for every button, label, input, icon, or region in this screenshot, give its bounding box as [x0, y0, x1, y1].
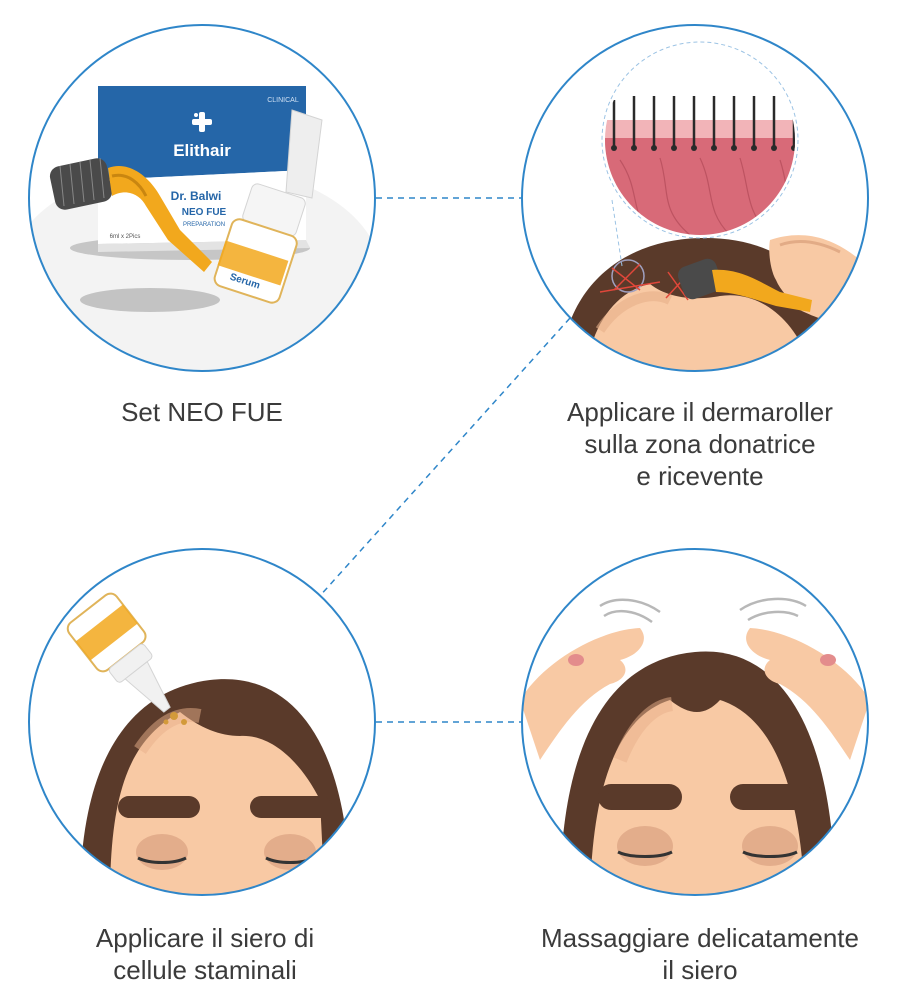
step1-caption: Set NEO FUE [52, 396, 352, 428]
dermaroller-icon [49, 157, 212, 272]
step3-caption-line: cellule staminali [113, 955, 297, 985]
step2-caption: Applicare il dermaroller sulla zona dona… [520, 396, 880, 492]
connector-lines [317, 197, 571, 723]
product-qty: 6ml x 2Pics [110, 234, 141, 240]
doctor-name: Dr. Balwi [171, 189, 222, 203]
step4-caption-line: il siero [662, 955, 738, 985]
step4-caption-line: Massaggiare delicatamente [541, 923, 859, 953]
step3-caption-line: Applicare il siero di [95, 923, 315, 953]
brand-tag: CLINICAL [267, 97, 299, 104]
step2-caption-line: Applicare il dermaroller [567, 397, 833, 427]
step3-caption: Applicare il siero di cellule staminali [40, 922, 370, 986]
step3-serum-illustration [28, 548, 376, 896]
step1-caption-line: Set NEO FUE [121, 397, 283, 427]
brand-logo-icon [192, 112, 212, 132]
step2-circle [521, 24, 869, 372]
step3-circle [28, 548, 376, 896]
motion-lines-icon [599, 597, 807, 624]
step2-caption-line: sulla zona donatrice [584, 429, 816, 459]
treatment-markers [599, 259, 691, 301]
product-line2: PREPARATION [183, 222, 225, 228]
step2-caption-line: e ricevente [636, 461, 764, 491]
product-line1: NEO FUE [182, 207, 227, 218]
step2-dermaroller-illustration [521, 24, 869, 372]
brand-name: Elithair [173, 141, 231, 160]
step4-massage-illustration [521, 548, 869, 896]
step1-product-illustration: Elithair CLINICAL Dr. Balwi NEO FUE PREP… [28, 24, 376, 372]
step1-circle [28, 24, 376, 372]
serum-bottle: Serum [213, 109, 323, 304]
step4-caption: Massaggiare delicatamente il siero [500, 922, 900, 986]
connector-2-3 [317, 317, 571, 599]
serum-drops [163, 712, 187, 725]
serum-dropper-icon [66, 592, 171, 713]
massaging-hands [522, 628, 868, 760]
step4-circle [521, 548, 869, 896]
